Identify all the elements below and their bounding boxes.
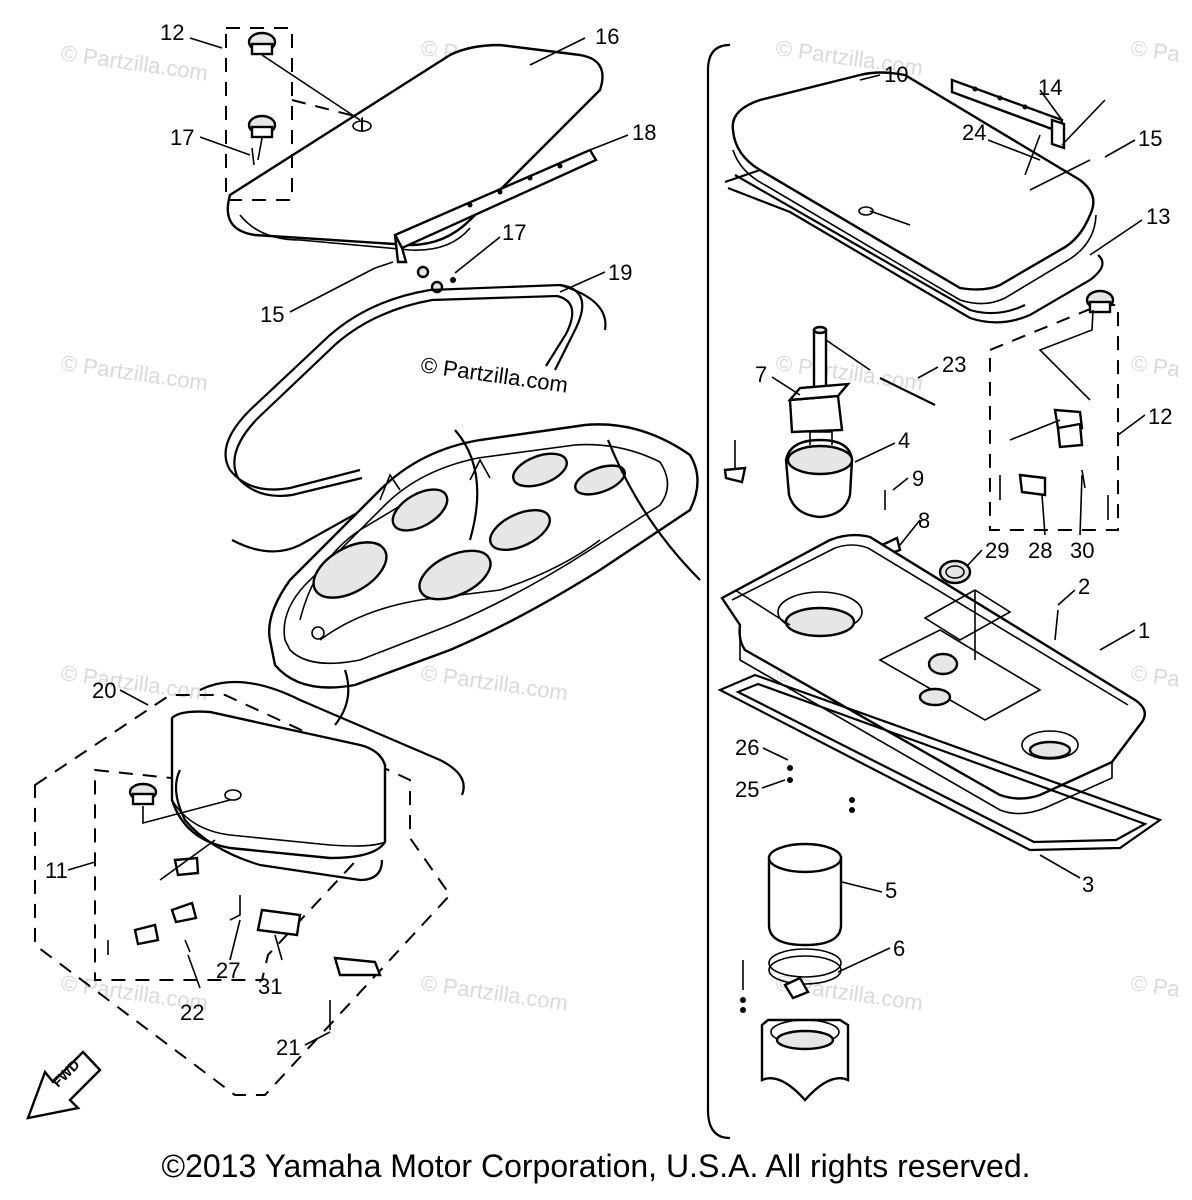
callout-15: 15 (260, 302, 284, 327)
callout-12: 12 (160, 20, 184, 45)
storage-tub (720, 533, 1146, 815)
watermark: © Partzilla.com (59, 40, 209, 85)
callout-25: 25 (735, 777, 759, 802)
callout-17: 17 (170, 125, 194, 150)
callout-4: 4 (898, 428, 910, 453)
callout-22: 22 (180, 1000, 204, 1025)
callout-31: 31 (258, 974, 282, 999)
partzilla-label: © Partzilla.com (419, 352, 569, 397)
callout-15: 15 (1138, 126, 1162, 151)
callout-11: 11 (45, 858, 68, 883)
cover-clip-kit (225, 27, 363, 201)
callout-28: 28 (1028, 538, 1052, 563)
callout-5: 5 (885, 878, 897, 903)
callout-12: 12 (1148, 404, 1172, 429)
watermark: © Partzilla.com (419, 970, 569, 1015)
callout-14: 14 (1038, 75, 1062, 100)
callout-8: 8 (918, 508, 930, 533)
callout-13: 13 (1146, 204, 1170, 229)
callout-numbers: 12 16 17 18 17 15 19 10 14 24 15 13 23 7… (45, 20, 1172, 1060)
tub-gasket (717, 673, 1163, 852)
callout-16: 16 (595, 24, 619, 49)
watermark: © Partzilla.com (59, 660, 209, 705)
callout-7: 7 (755, 362, 767, 387)
copyright-notice: ©2013 Yamaha Motor Corporation, U.S.A. A… (161, 1148, 1031, 1184)
watermark: © Pa (1129, 350, 1182, 382)
boat-illustration (268, 423, 701, 726)
group-bracket (706, 43, 731, 1140)
callout-1: 1 (1138, 618, 1150, 643)
bow-storage-assembly (34, 680, 465, 1096)
hatch-cover-assembly (224, 43, 607, 553)
callout-21: 21 (276, 1035, 300, 1060)
cap-and-fittings (723, 431, 1059, 641)
callout-23: 23 (942, 352, 966, 377)
storage-clip-kit (989, 289, 1119, 531)
callout-24: 24 (962, 120, 986, 145)
forward-arrow-icon: FWD (26, 1050, 102, 1120)
watermark: © Partzilla.com (419, 660, 569, 705)
callout-18: 18 (632, 120, 656, 145)
callout-6: 6 (893, 936, 905, 961)
callout-2: 2 (1078, 574, 1090, 599)
callout-leaders (67, 37, 1146, 1046)
cup-holder-assembly (740, 842, 850, 1102)
watermark: © Pa (1129, 970, 1182, 1002)
callout-19: 19 (608, 260, 632, 285)
callout-3: 3 (1082, 872, 1094, 897)
watermark: © Pa (1129, 660, 1182, 692)
callout-29: 29 (985, 538, 1009, 563)
callout-9: 9 (912, 466, 924, 491)
watermark: © Pa (1129, 35, 1182, 67)
callout-30: 30 (1070, 538, 1094, 563)
watermark: © Partzilla.com (59, 350, 209, 395)
callout-20: 20 (92, 678, 116, 703)
callout-27: 27 (216, 958, 240, 983)
callout-26: 26 (735, 735, 759, 760)
callout-17: 17 (502, 220, 526, 245)
callout-10: 10 (884, 62, 908, 87)
storage-lid-assembly (724, 71, 1106, 324)
